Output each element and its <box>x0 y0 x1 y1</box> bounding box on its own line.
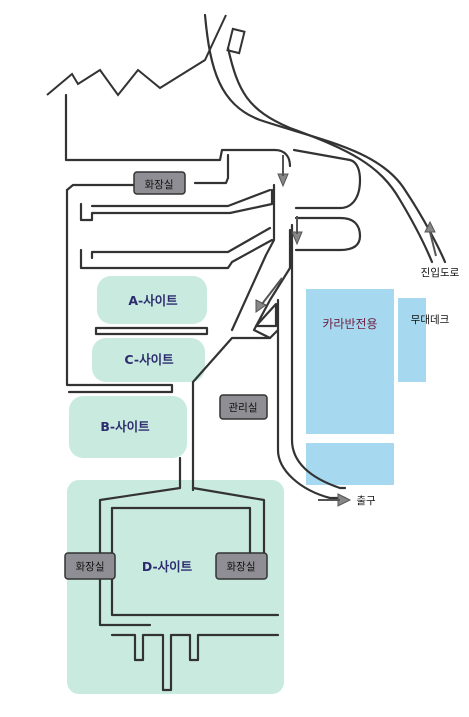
svg-text:화장실: 화장실 <box>76 561 105 573</box>
d-bottom-road <box>110 506 280 617</box>
restroom-top[interactable]: 화장실 <box>133 171 186 195</box>
stage-deck-area[interactable] <box>398 298 426 382</box>
svg-text:화장실: 화장실 <box>145 179 174 191</box>
top-road-left <box>64 93 292 168</box>
site-b-label: B-사이트 <box>100 419 150 434</box>
site-c-area[interactable] <box>92 338 205 382</box>
right-vertical-road-inner <box>290 223 347 490</box>
b-to-d-road <box>98 456 182 627</box>
right-vertical-road <box>276 328 347 500</box>
caravan-area-lower[interactable] <box>306 443 394 485</box>
a-row-4 <box>90 226 272 260</box>
site-c-label: C-사이트 <box>124 352 174 367</box>
upper-left-road <box>65 183 136 192</box>
left-loop-road <box>65 188 174 394</box>
diagonal-arrow-shaft <box>261 277 283 305</box>
d-outer-road <box>191 486 266 562</box>
a-row-3 <box>79 238 274 270</box>
restroom-right[interactable]: 화장실 <box>215 552 268 580</box>
site-d-label: D-사이트 <box>142 559 193 574</box>
restroom-left[interactable]: 화장실 <box>64 552 116 580</box>
diagonal-road <box>191 336 272 492</box>
top-road-inner <box>193 153 230 185</box>
exit-label: 출구 <box>356 495 376 507</box>
site-a-label: A-사이트 <box>128 293 178 308</box>
site-a-area[interactable] <box>97 276 207 324</box>
right-hook-2 <box>294 216 362 252</box>
upper-boundary-path <box>46 14 227 97</box>
a-row-2 <box>90 188 272 208</box>
central-road-right <box>230 183 276 332</box>
site-d-area[interactable] <box>67 480 284 694</box>
right-hook-1 <box>292 148 362 210</box>
stage-deck-label: 무대데크 <box>411 314 450 326</box>
caravan-label: 카라반전용 <box>322 317 377 331</box>
svg-text:관리실: 관리실 <box>229 402 258 414</box>
main-entry-road-outer <box>203 13 447 264</box>
caravan-area[interactable] <box>306 289 394 434</box>
d-inner-loop <box>110 506 252 562</box>
small-building-icon <box>226 27 246 55</box>
central-divider <box>94 326 209 336</box>
main-entry-road-inner <box>226 46 434 264</box>
svg-text:화장실: 화장실 <box>227 561 256 573</box>
d-bottom-stubs <box>110 633 280 692</box>
entry-arrow-shaft <box>429 231 437 257</box>
a-row-1 <box>79 188 274 222</box>
diagonal-arrow-icon <box>255 299 267 313</box>
entrance-road-label: 진입도로 <box>421 266 460 279</box>
inner-triangle <box>254 302 278 328</box>
site-b-area[interactable] <box>69 396 187 458</box>
office-box[interactable]: 관리실 <box>219 394 268 420</box>
